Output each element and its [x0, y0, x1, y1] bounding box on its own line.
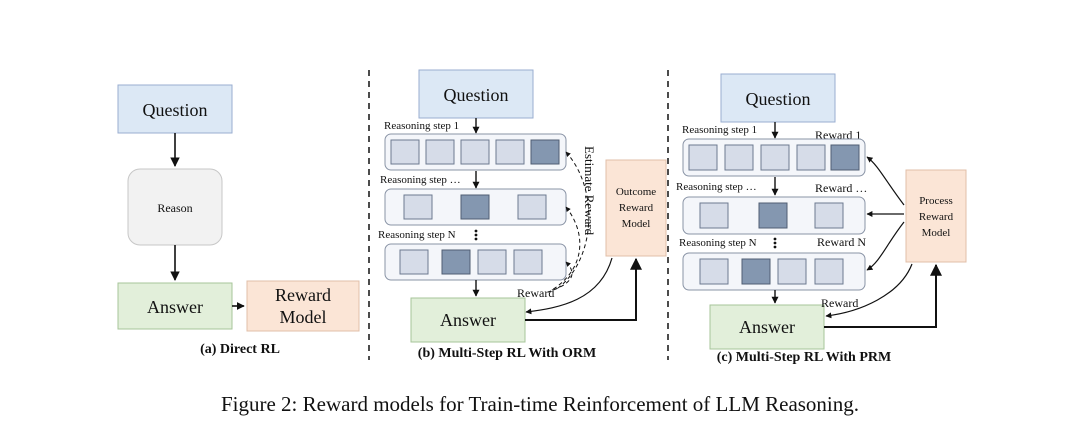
vertical-ellipsis-icon — [474, 229, 478, 241]
arrow-answer-to-prm — [824, 263, 942, 328]
reward-mid-label: Reward … — [815, 181, 867, 195]
step-token — [688, 144, 718, 171]
question-box — [720, 73, 836, 123]
step-token — [460, 139, 490, 165]
step-token — [399, 249, 429, 275]
dashed-estimate-row3 — [547, 261, 573, 293]
step-token-highlight — [758, 202, 788, 229]
estimate-reward-label: Estimate Reward — [582, 146, 597, 236]
dashed-estimate-row2 — [551, 206, 581, 291]
step-token-highlight — [460, 194, 490, 220]
arrow-orm-reward — [525, 257, 613, 315]
step-token — [760, 144, 790, 171]
step-token — [477, 249, 507, 275]
step-token — [777, 258, 807, 285]
answer-box — [709, 304, 825, 350]
step-token — [724, 144, 754, 171]
step1-label: Reasoning step 1 — [384, 120, 459, 132]
reward-model-line2: Model — [280, 307, 327, 327]
reward-n-label: Reward N — [817, 235, 866, 249]
panel-c-caption: (c) Multi-Step RL With PRM — [717, 350, 891, 365]
reward-label: Reward — [821, 296, 858, 310]
answer-label: Answer — [147, 297, 203, 317]
process-reward-model-box — [905, 169, 967, 263]
step-token — [495, 139, 525, 165]
step-n-label: Reasoning step N — [378, 229, 456, 241]
step-n-label: Reasoning step N — [679, 237, 757, 249]
step-token — [517, 194, 547, 220]
vertical-ellipsis-icon — [773, 237, 777, 249]
orm-line2: Reward — [619, 202, 654, 214]
question-label: Question — [746, 89, 811, 109]
step-token — [513, 249, 543, 275]
step-token-highlight — [441, 249, 471, 275]
step-token — [699, 202, 729, 229]
dashed-estimate-row1 — [557, 151, 590, 289]
prm-line2: Reward — [919, 211, 954, 223]
answer-box — [117, 282, 233, 330]
step1-label: Reasoning step 1 — [682, 124, 757, 136]
panel-direct-rl: Question Reason Answer Reward Model (a) … — [117, 84, 360, 357]
question-label: Question — [444, 85, 509, 105]
step-token-highlight — [741, 258, 771, 285]
step-token — [796, 144, 826, 171]
question-label: Question — [143, 100, 208, 120]
prm-line3: Model — [922, 227, 951, 239]
step-token — [425, 139, 455, 165]
orm-line3: Model — [622, 218, 651, 230]
step-mid-label: Reasoning step … — [676, 181, 757, 193]
answer-label: Answer — [440, 310, 496, 330]
answer-box — [410, 297, 526, 343]
step-token — [390, 139, 420, 165]
reward-label: Reward — [517, 286, 554, 300]
step-token — [403, 194, 433, 220]
arrow-prm-reward-row1 — [866, 156, 905, 206]
step-token-highlight — [830, 144, 860, 171]
step-token — [814, 258, 844, 285]
figure-caption: Figure 2: Reward models for Train-time R… — [220, 392, 860, 416]
answer-label: Answer — [739, 317, 795, 337]
reward-model-line1: Reward — [275, 285, 331, 305]
reason-label: Reason — [157, 201, 192, 215]
reward-model-box — [246, 280, 360, 332]
panel-multistep-prm: Question Reasoning step 1 Reward 1 Reaso… — [676, 73, 967, 365]
step-mid-label: Reasoning step … — [380, 174, 461, 186]
outcome-reward-model-box — [605, 159, 667, 257]
step-token-highlight — [530, 139, 560, 165]
arrow-prm-reward-row3 — [866, 221, 905, 271]
panel-a-caption: (a) Direct RL — [200, 342, 280, 357]
step-token — [814, 202, 844, 229]
panel-multistep-orm: Question Reasoning step 1 Reasoning step… — [378, 69, 667, 361]
orm-line1: Outcome — [616, 186, 656, 198]
prm-line1: Process — [919, 195, 953, 207]
panel-b-caption: (b) Multi-Step RL With ORM — [418, 346, 596, 361]
arrow-prm-reward-answer — [825, 263, 913, 319]
step-token — [699, 258, 729, 285]
arrow-answer-to-orm — [525, 257, 642, 321]
